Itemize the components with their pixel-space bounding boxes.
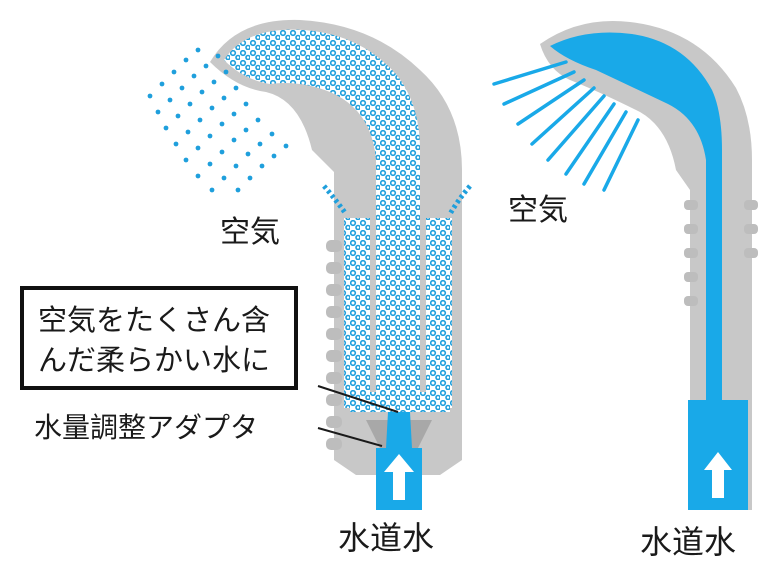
leader-line-adapter	[317, 427, 383, 447]
air-label-left: 空気	[220, 215, 280, 250]
plain-spray	[492, 60, 640, 192]
bubble-chamber-left	[344, 218, 370, 408]
right-handle-ribs	[684, 200, 758, 306]
right-water-channel	[550, 32, 722, 510]
tap-water-label-left: 水道水	[338, 519, 435, 557]
air-inlet-right	[447, 184, 472, 216]
left-inlet-arrow	[384, 454, 414, 500]
leader-line-soft-water	[317, 385, 399, 413]
plain-shower-head	[492, 20, 758, 511]
soft-water-callout: 空気をたくさん含 んだ柔らかい水に	[20, 286, 298, 390]
callout-line-1: 空気をたくさん含	[38, 303, 271, 337]
bubble-spray	[147, 47, 289, 193]
air-inlet-left	[322, 184, 349, 216]
bubble-shower-head	[147, 19, 472, 510]
right-shower-body	[540, 20, 752, 511]
right-inlet-arrow	[704, 452, 732, 498]
left-handle-ribs	[326, 240, 342, 450]
adapter-label: 水量調整アダプタ	[34, 411, 259, 444]
bubble-water-head	[224, 29, 420, 410]
bubble-chamber-bottom	[350, 392, 450, 412]
air-label-right: 空気	[508, 193, 568, 228]
bubble-chamber-right	[426, 218, 452, 408]
tap-water-label-right: 水道水	[640, 523, 737, 561]
callout-line-2: んだ柔らかい水に	[38, 343, 271, 377]
adapter-jet	[386, 412, 412, 448]
